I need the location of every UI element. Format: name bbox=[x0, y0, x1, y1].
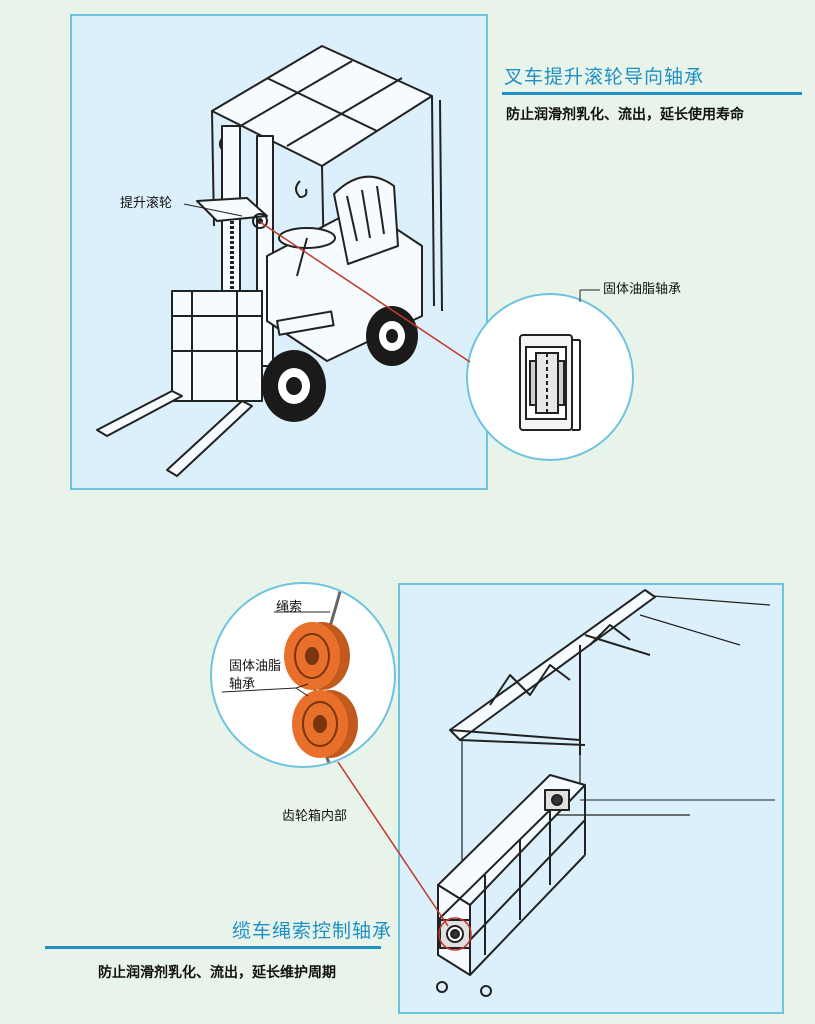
roller-bearing-cross-section bbox=[519, 334, 581, 431]
gondola-bearing-label-line2: 轴承 bbox=[229, 677, 256, 692]
gondola-section-title: 缆车绳索控制轴承 bbox=[232, 920, 393, 942]
gondola-illustration bbox=[436, 589, 775, 997]
gondola-title-rule bbox=[45, 946, 381, 949]
rope-label: 绳索 bbox=[276, 600, 303, 615]
forklift-illustration bbox=[96, 45, 443, 477]
forklift-section-subtitle: 防止润滑剂乳化、流出，延长使用寿命 bbox=[506, 107, 744, 123]
gondola-pulley-detail bbox=[210, 582, 396, 768]
forklift-panel bbox=[70, 14, 488, 490]
forklift-section-title: 叉车提升滚轮导向轴承 bbox=[504, 66, 705, 88]
forklift-bearing-label: 固体油脂轴承 bbox=[603, 282, 682, 297]
upper-pulley bbox=[284, 622, 350, 690]
pulley-bearings-detail bbox=[221, 584, 358, 766]
gondola-section-subtitle: 防止润滑剂乳化、流出，延长维护周期 bbox=[98, 965, 336, 981]
gondola-panel bbox=[398, 583, 784, 1014]
forklift-title-rule bbox=[502, 92, 802, 95]
forklift-bearing-detail bbox=[466, 293, 634, 461]
lower-pulley bbox=[292, 690, 358, 758]
gondola-bearing-label-line1: 固体油脂 bbox=[229, 659, 282, 674]
lift-roller-label: 提升滚轮 bbox=[120, 196, 173, 211]
gearbox-interior-label: 齿轮箱内部 bbox=[282, 809, 348, 824]
